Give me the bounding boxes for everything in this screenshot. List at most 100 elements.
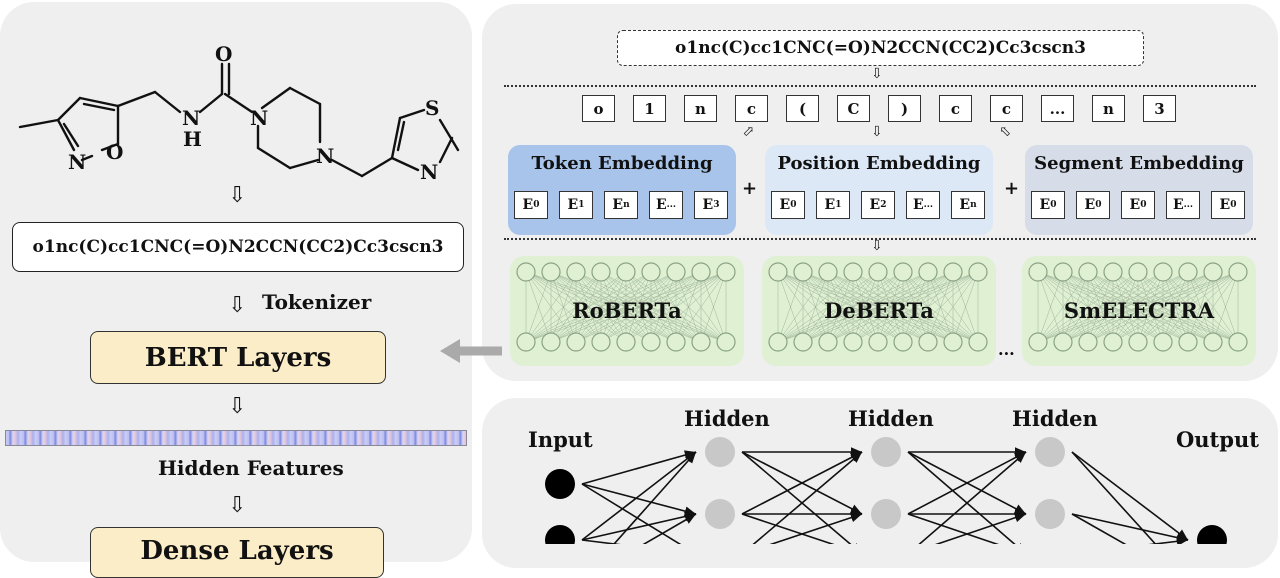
mlp-node xyxy=(545,469,575,499)
mlp-connection xyxy=(769,512,863,544)
mlp-connection xyxy=(1148,536,1189,544)
down-arrow-icon: ⇩ xyxy=(228,492,247,518)
mlp-connection xyxy=(1071,451,1189,541)
token-cell: ) xyxy=(888,95,921,122)
mlp-connection xyxy=(1071,451,1157,544)
hidden-layer-label-1: Hidden xyxy=(684,406,770,431)
embedding-title: Position Embedding xyxy=(777,153,981,174)
token-cell: 1 xyxy=(633,95,666,122)
model-label: SmELECTRA xyxy=(1063,298,1215,323)
mlp-node xyxy=(871,499,901,529)
down-arrow-icon: ⇩ xyxy=(871,238,883,254)
plus-sign: + xyxy=(742,178,758,199)
model-label: RoBERTa xyxy=(572,298,682,323)
left-smiles-box: o1nc(C)cc1CNC(=O)N2CCN(CC2)Cc3cscn3 xyxy=(12,222,464,272)
hidden-layer-label-2: Hidden xyxy=(848,406,934,431)
atom-o-isoxazole: O xyxy=(106,140,124,164)
tokenizer-label: Tokenizer xyxy=(262,290,372,314)
left-panel xyxy=(0,2,472,562)
bert-layers-box: BERT Layers xyxy=(90,331,386,384)
mlp-panel xyxy=(482,398,1278,568)
hidden-layer-label-3: Hidden xyxy=(1012,406,1098,431)
mlp-connection xyxy=(752,451,863,544)
token-cell: n xyxy=(1092,95,1125,122)
down-arrow-icon: ⇩ xyxy=(871,66,883,82)
mlp-connection xyxy=(1071,513,1127,544)
transformer-net-icon xyxy=(768,262,988,352)
token-cell: 3 xyxy=(1143,95,1176,122)
atom-s-thiazole: S xyxy=(425,96,440,120)
mlp-node xyxy=(1035,437,1065,467)
down-arrow-icon: ⇩ xyxy=(228,292,247,318)
mlp-connection xyxy=(907,451,1027,515)
model-box-deberta: DeBERTa xyxy=(762,256,996,366)
hidden-features-bar xyxy=(5,430,467,446)
model-ellipsis: ... xyxy=(998,340,1015,359)
atom-n-piperazine-1: N xyxy=(250,106,269,130)
transformer-net-icon xyxy=(1028,262,1248,352)
mlp-connection xyxy=(581,483,697,516)
output-layer-label: Output xyxy=(1176,427,1259,452)
mlp-network-diagram xyxy=(545,437,1227,544)
input-layer-label: Input xyxy=(528,427,593,452)
model-box-roberta: RoBERTa xyxy=(510,256,744,366)
mlp-connection xyxy=(918,451,1027,544)
mlp-connection xyxy=(581,511,697,541)
mlp-connection xyxy=(581,451,697,541)
mlp-connection xyxy=(907,451,1026,544)
embedding-title: Token Embedding xyxy=(531,153,713,174)
mlp-node xyxy=(705,437,735,467)
mlp-node xyxy=(545,525,575,544)
dotted-divider xyxy=(504,85,1256,87)
hidden-features-label: Hidden Features xyxy=(158,456,344,480)
token-cell: c xyxy=(939,95,972,122)
model-box-smelectra: SmELECTRA xyxy=(1022,256,1256,366)
token-cell: c xyxy=(990,95,1023,122)
down-arrow-icon: ⇩ xyxy=(228,393,247,419)
mlp-connection xyxy=(741,451,863,515)
top-smiles-box: o1nc(C)cc1CNC(=O)N2CCN(CC2)Cc3cscn3 xyxy=(617,30,1144,66)
mlp-connection xyxy=(612,451,697,544)
mlp-connection xyxy=(581,483,682,544)
embedding-title: Segment Embedding xyxy=(1034,153,1244,174)
mlp-connection xyxy=(581,450,697,485)
token-cell: ( xyxy=(786,95,819,122)
embedding-cell: E... xyxy=(1166,191,1200,219)
dotted-divider xyxy=(504,238,1256,240)
left-arrow-icon xyxy=(440,339,502,363)
molecule-structure xyxy=(18,62,460,178)
down-arrow-icon: ⇩ xyxy=(871,124,883,140)
model-label: DeBERTa xyxy=(824,298,934,323)
atom-n-thiazole: N xyxy=(420,160,439,184)
token-cell: n xyxy=(684,95,717,122)
embedding-cell: E... xyxy=(649,191,683,219)
down-arrow-icon: ⇩ xyxy=(228,182,247,208)
embedding-cell: E... xyxy=(906,191,940,219)
token-cell: c xyxy=(735,95,768,122)
plus-sign: + xyxy=(1004,178,1020,199)
atom-o-carbonyl: O xyxy=(215,42,233,66)
mlp-connection xyxy=(741,451,862,544)
atom-n-amide: N xyxy=(182,106,201,130)
mlp-connection xyxy=(642,513,697,544)
mlp-node xyxy=(871,437,901,467)
mlp-connection xyxy=(581,539,622,544)
mlp-node xyxy=(1197,525,1227,544)
atom-n-isoxazole: N xyxy=(68,150,87,174)
token-cell: ... xyxy=(1041,95,1074,122)
mlp-node xyxy=(1035,499,1065,529)
